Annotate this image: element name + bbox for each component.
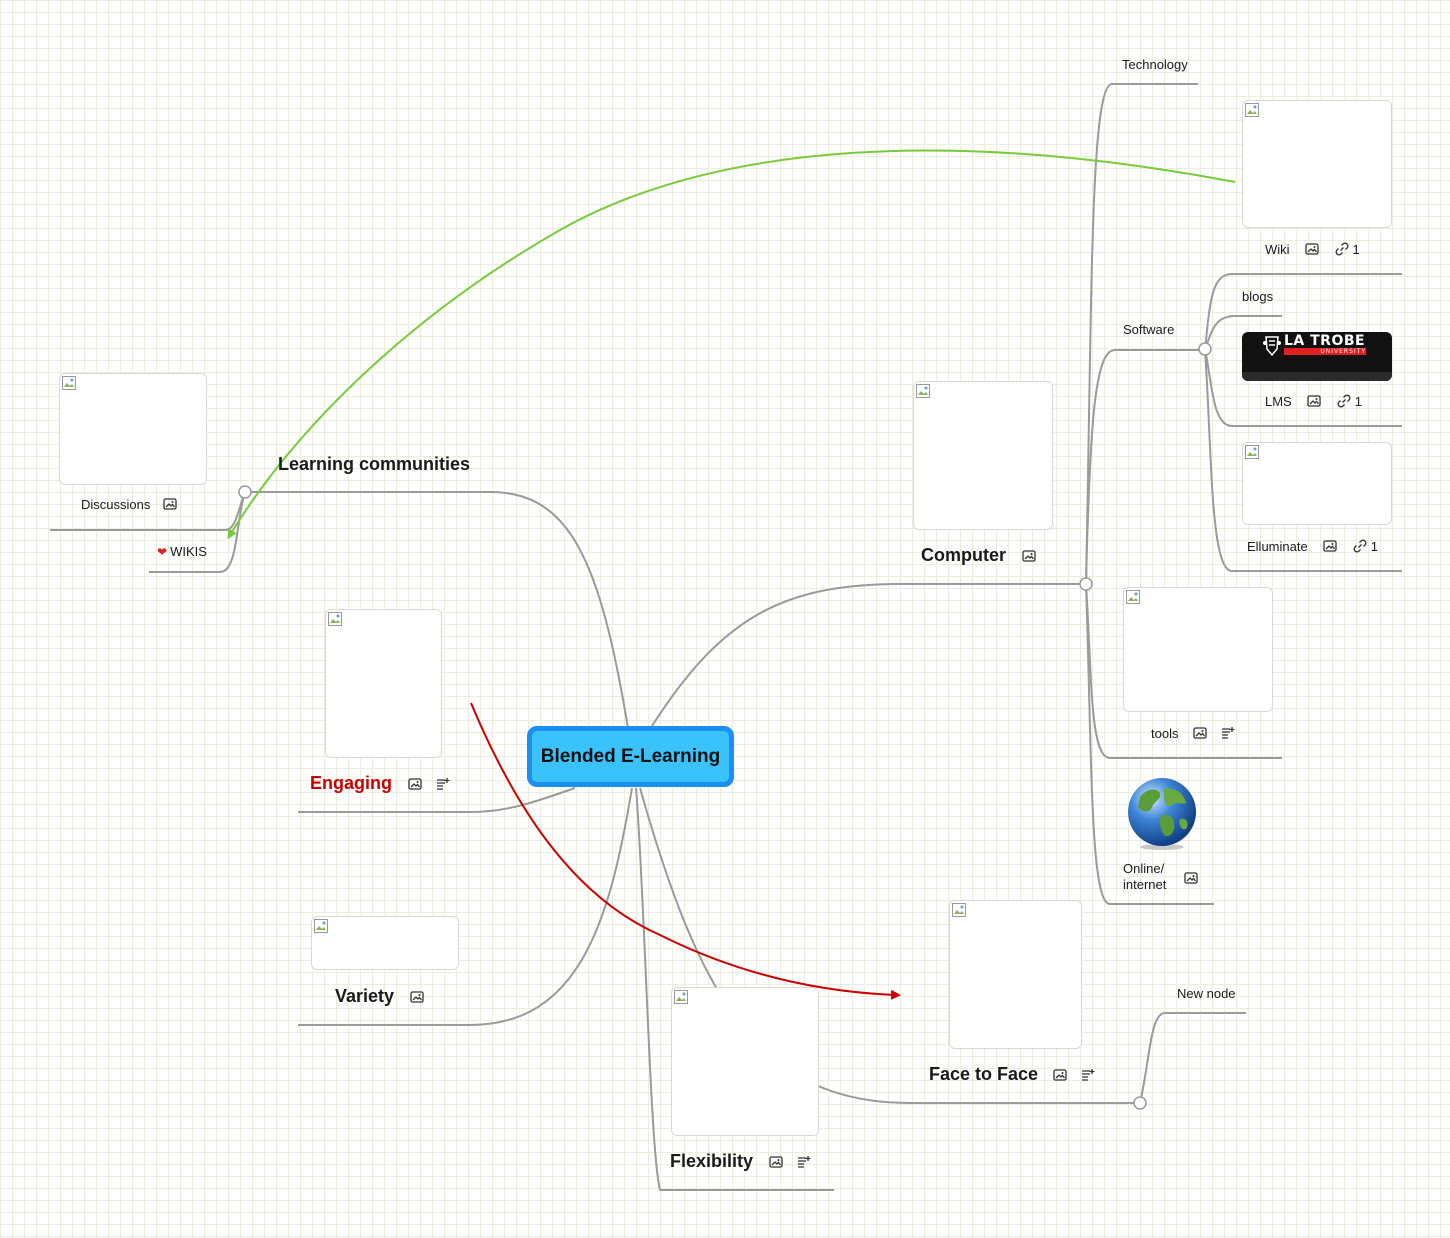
branch-software <box>1085 349 1205 585</box>
node-label: Software <box>1123 322 1175 337</box>
node-elluminate[interactable]: Elluminate 1 <box>1247 538 1378 554</box>
broken-image-icon <box>328 612 342 626</box>
link-count: 1 <box>1370 538 1378 554</box>
tools-image <box>1123 587 1273 712</box>
link-count: 1 <box>1354 393 1362 409</box>
wiki-image <box>1242 100 1392 228</box>
node-lms[interactable]: LMS 1 <box>1265 393 1362 409</box>
node-wikis[interactable]: ❤ WIKIS <box>157 544 207 559</box>
link-icon[interactable] <box>1336 393 1352 409</box>
node-label-line1: Online/ <box>1123 861 1165 876</box>
broken-image-icon <box>1126 590 1140 604</box>
junction-software <box>1198 342 1212 356</box>
node-label: Flexibility <box>670 1151 754 1171</box>
node-label: Variety <box>335 986 395 1006</box>
flexibility-image <box>671 987 819 1136</box>
node-label: blogs <box>1242 289 1274 304</box>
branch-new-node <box>1139 1012 1246 1104</box>
node-label: tools <box>1151 725 1179 741</box>
notes-icon[interactable] <box>1220 725 1236 741</box>
computer-image <box>913 381 1053 530</box>
image-icon[interactable] <box>1322 538 1338 554</box>
branch-computer <box>651 583 1086 727</box>
notes-icon[interactable] <box>435 776 451 792</box>
image-icon[interactable] <box>1183 870 1199 886</box>
node-software[interactable]: Software <box>1123 322 1174 337</box>
logo-line1: LA TROBE <box>1284 333 1366 349</box>
broken-image-icon <box>1245 445 1259 459</box>
node-engaging[interactable]: Engaging <box>310 773 451 794</box>
node-label: Engaging <box>310 773 392 793</box>
image-icon[interactable] <box>1021 548 1037 564</box>
link-icon[interactable] <box>1334 241 1350 257</box>
node-face-to-face[interactable]: Face to Face <box>929 1064 1096 1085</box>
notes-icon[interactable] <box>1080 1067 1096 1083</box>
image-icon[interactable] <box>1052 1067 1068 1083</box>
node-label: Elluminate <box>1247 538 1308 554</box>
node-label: Wiki <box>1265 241 1290 257</box>
engaging-image <box>325 609 442 758</box>
link-icon[interactable] <box>1352 538 1368 554</box>
broken-image-icon <box>314 919 328 933</box>
la-trobe-university-logo: LA TROBE UNIVERSITY <box>1242 332 1392 381</box>
link-count: 1 <box>1352 241 1360 257</box>
node-label: Technology <box>1122 57 1188 72</box>
relation-arrow-wiki-to-wikis <box>227 149 1236 540</box>
broken-image-icon <box>952 903 966 917</box>
junction-face-to-face <box>1133 1096 1147 1110</box>
node-label: WIKIS <box>170 544 207 559</box>
image-icon[interactable] <box>162 496 178 512</box>
root-node-blended-e-learning[interactable]: Blended E-Learning <box>527 726 734 787</box>
node-label-line2: internet <box>1123 877 1167 892</box>
logo-line2: UNIVERSITY <box>1284 348 1366 355</box>
image-icon[interactable] <box>1192 725 1208 741</box>
root-label: Blended E-Learning <box>540 745 721 767</box>
broken-image-icon <box>1245 103 1259 117</box>
image-icon[interactable] <box>768 1154 784 1170</box>
node-variety[interactable]: Variety <box>335 986 425 1007</box>
image-icon[interactable] <box>1306 393 1322 409</box>
elluminate-image <box>1242 442 1392 525</box>
node-label: Learning communities <box>278 454 471 474</box>
globe-icon <box>1128 778 1196 850</box>
node-new-node[interactable]: New node <box>1177 986 1236 1001</box>
image-icon[interactable] <box>409 989 425 1005</box>
broken-image-icon <box>674 990 688 1004</box>
node-flexibility[interactable]: Flexibility <box>670 1151 812 1172</box>
face-to-face-image <box>949 900 1082 1049</box>
junction-computer <box>1079 577 1093 591</box>
variety-image <box>311 916 459 970</box>
broken-image-icon <box>62 376 76 390</box>
logo-band <box>1242 372 1392 381</box>
heart-icon: ❤ <box>157 544 168 559</box>
notes-icon[interactable] <box>796 1154 812 1170</box>
node-label: Discussions <box>81 496 151 512</box>
node-label: New node <box>1177 986 1236 1001</box>
node-wiki[interactable]: Wiki 1 <box>1265 241 1360 257</box>
discussions-image <box>59 373 207 485</box>
node-tools[interactable]: tools <box>1151 725 1236 741</box>
node-blogs[interactable]: blogs <box>1242 289 1273 304</box>
node-label: Face to Face <box>929 1064 1039 1084</box>
image-icon[interactable] <box>1304 241 1320 257</box>
node-learning-communities[interactable]: Learning communities <box>278 454 470 475</box>
image-icon[interactable] <box>407 776 423 792</box>
node-label: Computer <box>921 545 1006 565</box>
junction-learning-communities <box>238 485 252 499</box>
node-label: LMS <box>1265 393 1292 409</box>
node-computer[interactable]: Computer <box>921 545 1037 566</box>
crest-icon <box>1263 336 1281 357</box>
broken-image-icon <box>916 384 930 398</box>
node-discussions[interactable]: Discussions <box>81 496 178 512</box>
node-technology[interactable]: Technology <box>1122 57 1188 72</box>
node-online-internet[interactable]: Online/ internet <box>1123 861 1166 893</box>
